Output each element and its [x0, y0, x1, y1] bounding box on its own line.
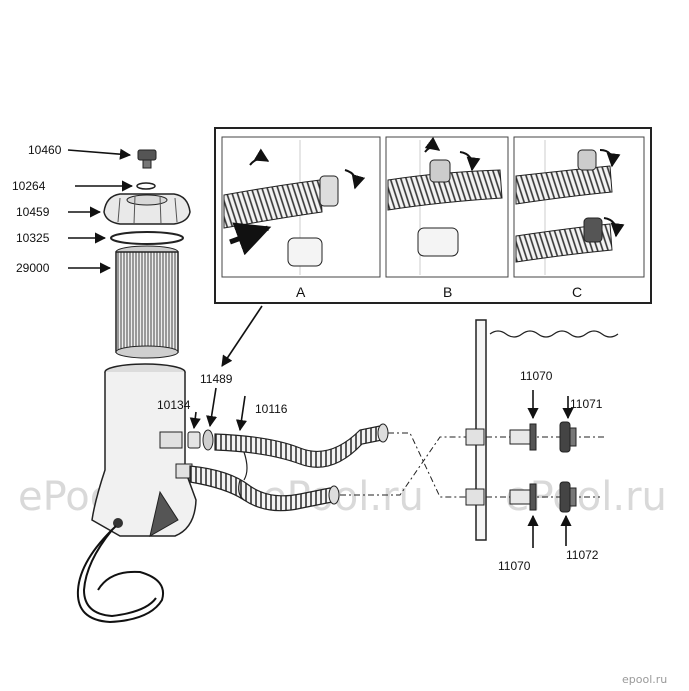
label-10459: 10459	[16, 205, 50, 219]
air-release-valve	[137, 149, 157, 169]
strainer-grid-11071	[559, 421, 577, 453]
connection-lines	[340, 432, 605, 498]
o-ring-10325	[110, 231, 184, 245]
hose-adapter-10134	[187, 431, 201, 449]
label-11489: 11489	[200, 372, 233, 386]
filter-housing-cover	[103, 193, 191, 225]
wall-fitting-outer-top	[465, 428, 485, 446]
strainer-connector-11070-top	[509, 423, 537, 451]
hose-clamp-11489	[202, 429, 214, 451]
label-11070-top: 11070	[520, 369, 553, 383]
wall-fitting-outer-bottom	[465, 488, 485, 506]
power-cord	[76, 525, 164, 624]
label-10116: 10116	[255, 402, 288, 416]
label-10325: 10325	[16, 231, 50, 245]
inset-panel-c	[513, 136, 645, 278]
filter-cartridge	[115, 245, 179, 359]
lower-hose	[189, 465, 340, 512]
label-11072: 11072	[566, 548, 599, 562]
inset-label-a: A	[296, 284, 306, 300]
o-ring-10264	[136, 182, 156, 190]
strainer-connector-11070-bottom	[509, 483, 537, 511]
inset-label-b: B	[443, 284, 452, 300]
strainer-cap-11072	[559, 481, 577, 513]
label-10134: 10134	[157, 398, 191, 412]
label-29000: 29000	[16, 261, 50, 275]
inset-panel-b	[385, 136, 509, 278]
label-10264: 10264	[12, 179, 46, 193]
leader-arrows	[67, 148, 574, 548]
inset-panel-a	[221, 136, 381, 278]
inset-label-c: C	[572, 284, 582, 300]
label-10460: 10460	[28, 143, 62, 157]
pump-body	[91, 363, 197, 537]
upper-hose	[214, 423, 389, 481]
label-11070-bottom: 11070	[498, 559, 531, 573]
corner-logo: epool.ru	[622, 673, 667, 686]
label-11071: 11071	[570, 397, 603, 411]
